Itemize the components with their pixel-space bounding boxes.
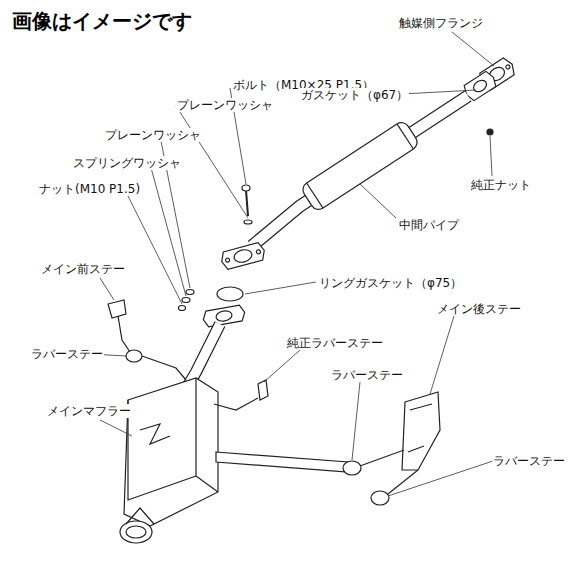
part-label: スプリングワッシャ	[72, 156, 182, 170]
part-label: ラバーステー	[330, 368, 404, 382]
page-title: 画像はイメージです	[12, 8, 192, 35]
part-label: プレーンワッシャ	[176, 98, 274, 112]
part-label: 触媒側フランジ	[398, 16, 484, 30]
part-label: 純正ラバーステー	[286, 336, 384, 350]
part-label: ラバーステー	[30, 347, 104, 361]
part-label: メイン前ステー	[40, 262, 126, 276]
part-label: 純正ナット	[470, 178, 532, 192]
part-label: プレーンワッシャ	[104, 128, 202, 142]
part-label: ガスケット（φ67）	[300, 88, 409, 102]
part-label: メインマフラー	[46, 404, 132, 418]
part-label: ラバーステー	[492, 454, 566, 468]
part-label: 中間パイプ	[398, 218, 460, 232]
part-label: メイン後ステー	[436, 302, 522, 316]
part-label: ナット(M10 P1.5)	[38, 182, 141, 196]
part-label: リングガスケット（φ75）	[318, 276, 463, 290]
